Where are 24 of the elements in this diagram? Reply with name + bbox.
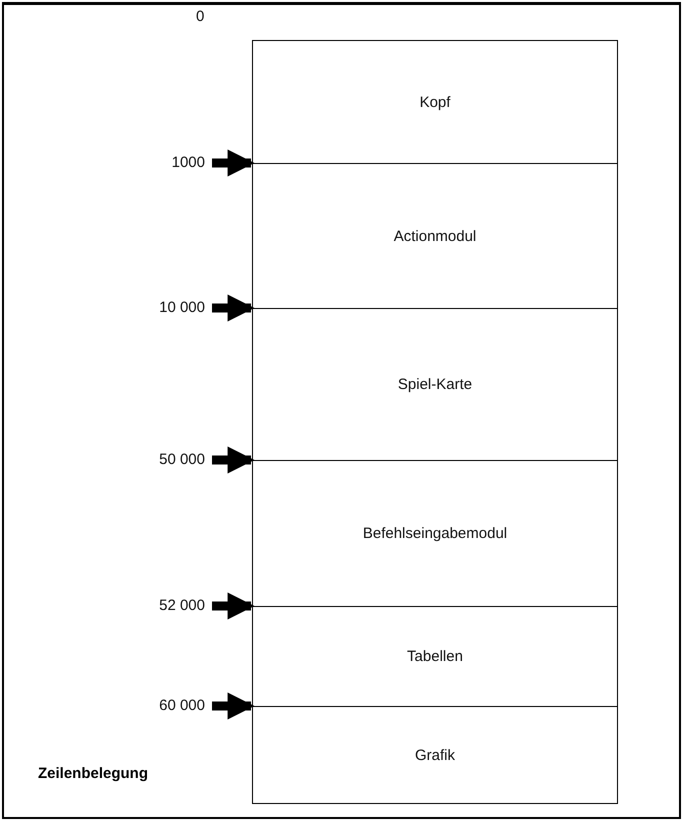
segment-label: Tabellen bbox=[407, 648, 463, 665]
memory-segment bbox=[252, 163, 618, 309]
address-label: 0 bbox=[196, 8, 204, 25]
memory-segment bbox=[252, 308, 618, 461]
segment-label: Actionmodul bbox=[394, 228, 476, 244]
address-label: 1000 bbox=[172, 154, 205, 171]
segment-label: Spiel-Karte bbox=[398, 376, 472, 393]
memory-segment bbox=[252, 606, 618, 707]
arrow bbox=[212, 294, 255, 322]
segment-label: Befehlseingabemodul bbox=[362, 525, 508, 542]
arrow bbox=[212, 692, 255, 720]
memory-segment bbox=[252, 706, 618, 804]
memory-segment bbox=[252, 40, 618, 164]
arrow bbox=[212, 150, 255, 176]
address-label: 60 000 bbox=[159, 697, 205, 714]
arrow bbox=[212, 446, 255, 474]
address-label: 10 000 bbox=[159, 299, 205, 316]
address-label: 50 000 bbox=[159, 451, 205, 468]
segment-label: Kopf bbox=[420, 94, 450, 110]
memory-segment bbox=[252, 460, 618, 607]
caption: Zeilenbelegung bbox=[38, 765, 148, 782]
arrow bbox=[212, 592, 255, 620]
address-label: 52 000 bbox=[159, 597, 205, 614]
segment-label: Grafik bbox=[414, 746, 455, 764]
